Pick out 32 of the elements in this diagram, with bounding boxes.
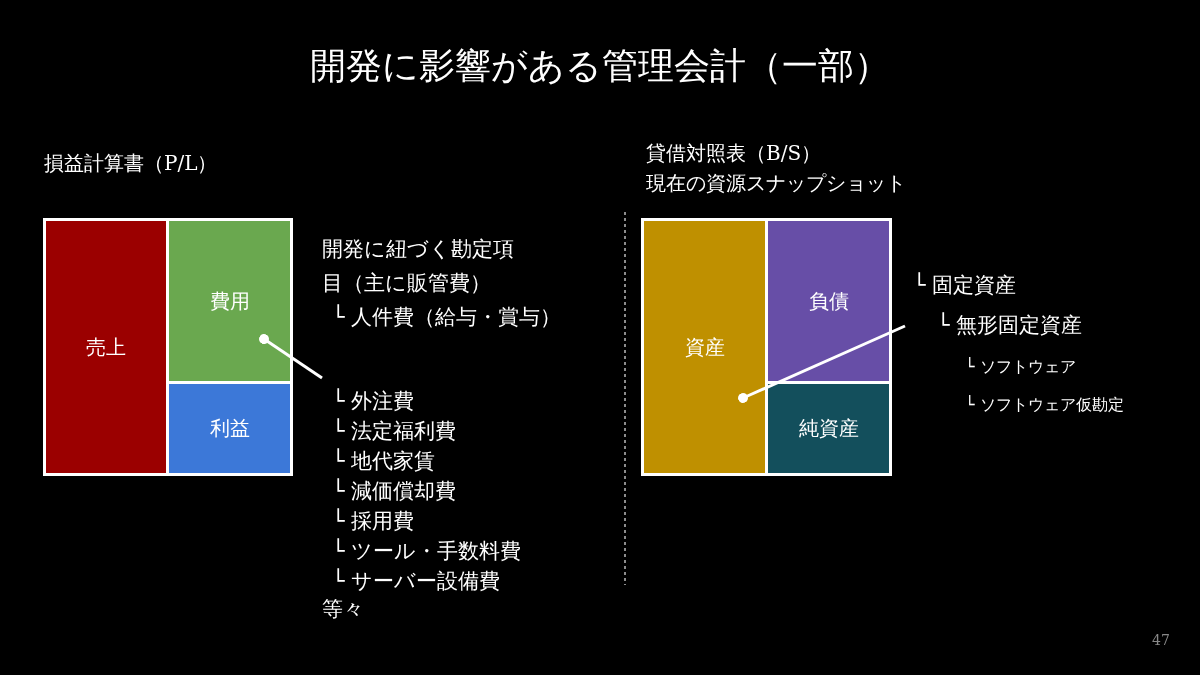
text-label: 損益計算書（P/L） <box>44 150 218 177</box>
block-label: 資産 <box>684 333 725 361</box>
text-label: 貸借対照表（B/S） <box>646 140 822 167</box>
block-label: 売上 <box>86 333 126 361</box>
block-label: 利益 <box>209 415 250 442</box>
block-label: 純資産 <box>798 415 859 442</box>
leader-line <box>259 334 323 380</box>
block-label: 費用 <box>209 287 250 315</box>
account-block <box>166 381 293 476</box>
account-block <box>166 218 293 384</box>
account-block <box>641 218 768 476</box>
list-item: └ 採用費 <box>332 507 415 535</box>
block-label: 負債 <box>808 287 849 315</box>
list-item: └ 地代家賃 <box>332 447 436 475</box>
list-item: └ サーバー設備費 <box>332 567 501 595</box>
list-item: └ 人件費（給与・賞与） <box>332 303 562 331</box>
list-item: └ 固定資産 <box>913 271 1017 299</box>
list-item: └ ソフトウェア <box>965 356 1076 378</box>
list-heading: 開発に紐づく勘定項目（主に販管費） <box>322 236 515 297</box>
account-block <box>765 381 892 476</box>
account-block <box>765 218 892 384</box>
list-item: └ 法定福利費 <box>332 417 457 445</box>
list-item: └ 外注費 <box>332 387 415 415</box>
list-item: └ ソフトウェア仮勘定 <box>965 394 1124 416</box>
slide-title: 開発に影響がある管理会計（一部） <box>309 44 891 88</box>
text-label: 等々 <box>322 596 364 623</box>
text-label: 現在の資源スナップショット <box>646 170 906 197</box>
account-block <box>43 218 169 476</box>
page-number: 47 <box>1152 632 1170 648</box>
list-item: └ 減価償却費 <box>332 477 457 505</box>
list-item: └ 無形固定資産 <box>937 311 1083 339</box>
list-item: └ ツール・手数料費 <box>332 537 522 565</box>
